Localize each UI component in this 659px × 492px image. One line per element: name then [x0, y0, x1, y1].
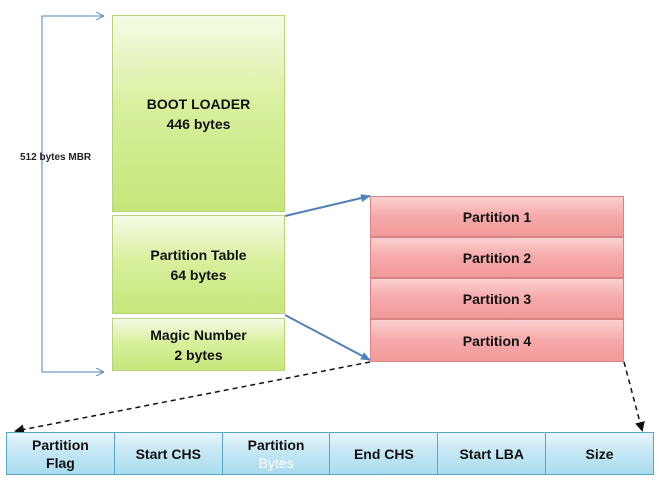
field-end-chs: End CHS [330, 433, 439, 474]
field-partition-bytes: Partition Bytes [223, 433, 331, 474]
boot-loader-block: BOOT LOADER 446 bytes [112, 15, 285, 212]
partition-entry-label: Partition 3 [462, 290, 532, 307]
field-start-lba: Start LBA [438, 433, 547, 474]
field-label-line1: End CHS [353, 445, 414, 462]
partition-table-size: 64 bytes [170, 266, 227, 283]
magic-number-block: Magic Number 2 bytes [112, 318, 285, 371]
expand-arrow-bottom [284, 314, 371, 361]
field-label-line1: Start CHS [135, 445, 201, 462]
magic-number-title: Magic Number [150, 326, 247, 343]
boot-loader-title: BOOT LOADER [146, 95, 251, 112]
field-size: Size [546, 433, 653, 474]
expand-arrow-top [284, 194, 371, 217]
partition-entry-1: Partition 1 [370, 196, 624, 237]
field-label-line1: Start LBA [459, 445, 524, 462]
partition-table-title: Partition Table [150, 246, 247, 263]
entry-arrow-right [623, 361, 645, 432]
partition-entry-3: Partition 3 [370, 278, 624, 319]
field-label-line1: Partition [32, 436, 89, 453]
mbr-size-bracket [41, 15, 103, 373]
field-label-line1: Partition [247, 436, 305, 453]
partition-entry-label: Partition 2 [462, 249, 532, 266]
mbr-size-label: 512 bytes MBR [20, 152, 92, 163]
field-partition-flag: Partition Flag [7, 433, 115, 474]
entry-arrow-left [14, 361, 371, 435]
partition-entry-2: Partition 2 [370, 237, 624, 278]
partition-table-block: Partition Table 64 bytes [112, 215, 285, 314]
partition-entry-label: Partition 1 [462, 208, 532, 225]
partition-entry-4: Partition 4 [370, 319, 624, 362]
boot-loader-size: 446 bytes [166, 115, 231, 132]
magic-number-size: 2 bytes [174, 346, 223, 363]
partition-entry-label: Partition 4 [462, 332, 532, 349]
field-label-line2: Flag [46, 454, 75, 471]
field-start-chs: Start CHS [115, 433, 223, 474]
field-label-line1: Size [585, 445, 614, 462]
partition-entry-fields: Partition Flag Start CHS Partition Bytes… [6, 432, 654, 475]
field-label-line2: Bytes [258, 454, 294, 471]
